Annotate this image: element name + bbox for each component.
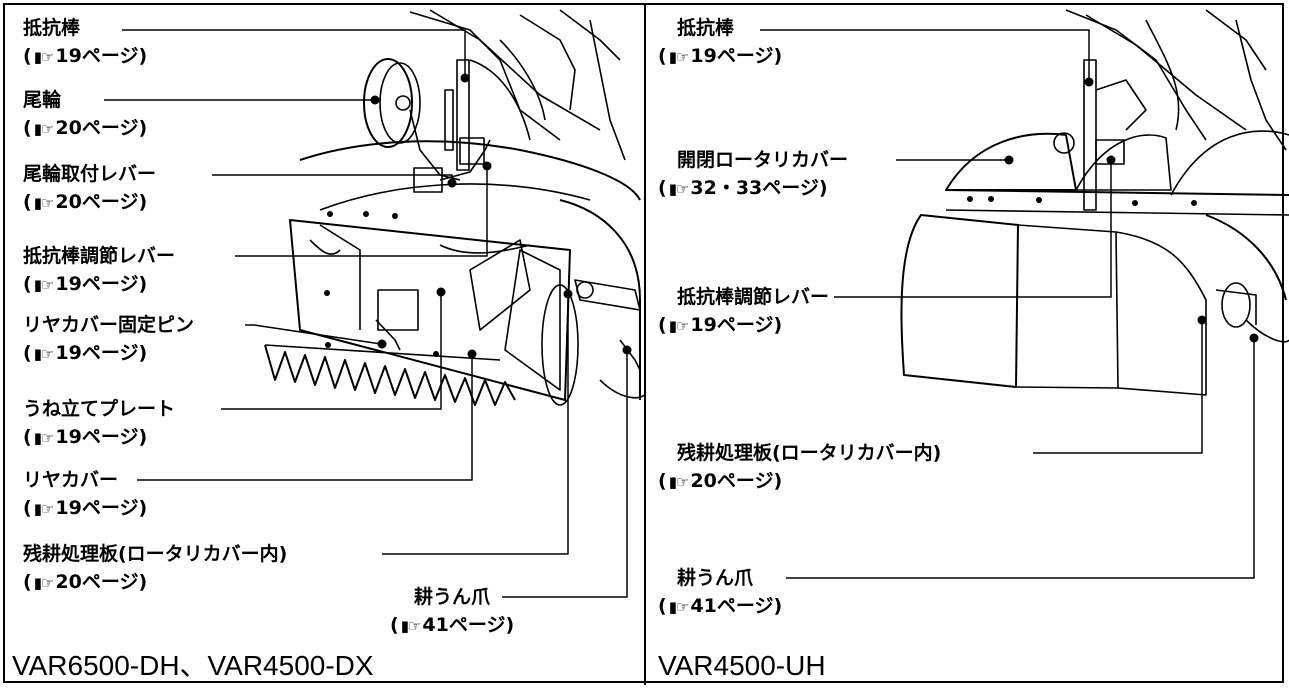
model-name: VAR6500-DH、VAR4500-DX [12, 650, 374, 681]
page-frame [3, 3, 1284, 683]
callout-ref: (▮☞20ページ) [23, 117, 148, 139]
pointing-hand-icon: ▮☞ [33, 48, 55, 66]
rotary-tiller-illustration-right [760, 9, 1289, 579]
callout-ref: (▮☞20ページ) [23, 571, 148, 593]
callout-label: 抵抗棒調節レバー [23, 245, 176, 267]
pointing-hand-icon: ▮☞ [668, 473, 690, 491]
rotary-tiller-illustration-left [104, 9, 644, 598]
callout-ref: (▮☞19ページ) [23, 426, 148, 448]
pointing-hand-icon: ▮☞ [668, 180, 690, 198]
callout-label: リヤカバー固定ピン [23, 314, 195, 336]
callout-label: 抵抗棒 [23, 17, 81, 39]
callout-label: 残耕処理板(ロータリカバー内) [677, 442, 942, 464]
callout-ref: (▮☞19ページ) [658, 314, 783, 336]
pointing-hand-icon: ▮☞ [33, 574, 55, 592]
pointing-hand-icon: ▮☞ [33, 276, 55, 294]
callout-ref: (▮☞19ページ) [23, 273, 148, 295]
pointing-hand-icon: ▮☞ [400, 617, 422, 635]
callout-label: 抵抗棒 [677, 17, 735, 39]
callout-label: 開閉ロータリカバー [677, 149, 849, 171]
pointing-hand-icon: ▮☞ [33, 345, 55, 363]
callout-ref: (▮☞20ページ) [658, 470, 783, 492]
callout-ref: (▮☞20ページ) [23, 191, 148, 213]
callout-ref: (▮☞19ページ) [23, 342, 148, 364]
panel-divider [644, 3, 646, 685]
callout-ref: (▮☞41ページ) [390, 614, 515, 636]
pointing-hand-icon: ▮☞ [33, 429, 55, 447]
callout-label: 尾輪 [23, 89, 62, 111]
pointing-hand-icon: ▮☞ [33, 500, 55, 518]
model-name: VAR4500-UH [658, 650, 826, 681]
callout-label: 耕うん爪 [677, 567, 754, 589]
callout-label: リヤカバー [23, 469, 119, 491]
callout-ref: (▮☞19ページ) [658, 45, 783, 67]
callout-ref: (▮☞19ページ) [23, 497, 148, 519]
pointing-hand-icon: ▮☞ [668, 598, 690, 616]
pointing-hand-icon: ▮☞ [33, 194, 55, 212]
callout-ref: (▮☞41ページ) [658, 595, 783, 617]
callout-label: うね立てプレート [23, 398, 176, 420]
pointing-hand-icon: ▮☞ [668, 317, 690, 335]
panel-var4500-uh: 抵抗棒 (▮☞19ページ) 開閉ロータリカバー (▮☞32・33ページ) 抵抗棒… [646, 0, 1289, 688]
pointing-hand-icon: ▮☞ [33, 120, 55, 138]
callout-label: 耕うん爪 [414, 586, 491, 608]
callout-label: 尾輪取付レバー [23, 163, 157, 185]
callout-label: 抵抗棒調節レバー [677, 286, 830, 308]
callout-label: 残耕処理板(ロータリカバー内) [23, 543, 288, 565]
callout-ref: (▮☞32・33ページ) [658, 177, 828, 199]
callout-ref: (▮☞19ページ) [23, 45, 148, 67]
pointing-hand-icon: ▮☞ [668, 48, 690, 66]
panel-var6500-dh: 抵抗棒 (▮☞19ページ) 尾輪 (▮☞20ページ) 尾輪取付レバー (▮☞20… [0, 0, 644, 688]
